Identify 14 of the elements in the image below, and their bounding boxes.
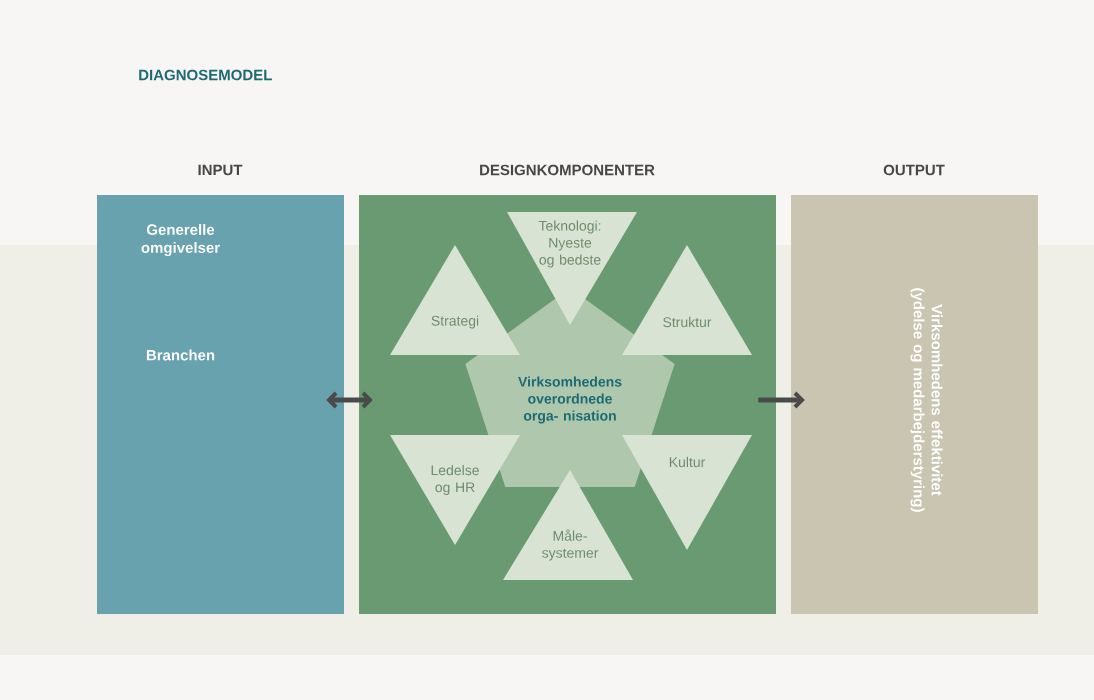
- triangle: Ledelse og HR: [390, 435, 520, 545]
- triangle: Teknologi: Nyeste og bedste: [507, 212, 637, 325]
- triangle: Struktur: [622, 245, 752, 355]
- node-label: INPUT: [198, 164, 243, 176]
- triangle: Kultur: [622, 435, 752, 550]
- arrow: [758, 391, 805, 409]
- node-label: DESIGNKOMPONENTER: [480, 164, 655, 176]
- column-box: INPUT Generelle omgivelser Branchen: [97, 164, 344, 614]
- title: DIAGNOSEMODEL: [139, 69, 272, 81]
- arrow: [326, 391, 373, 409]
- node-label: OUTPUT: [883, 164, 945, 176]
- triangle: Måle- systemer: [503, 470, 633, 580]
- column-box: OUTPUT Virksomhedens effektivitet (ydelse og medarbejderstyring): [791, 164, 1038, 614]
- triangle: Strategi: [390, 245, 520, 355]
